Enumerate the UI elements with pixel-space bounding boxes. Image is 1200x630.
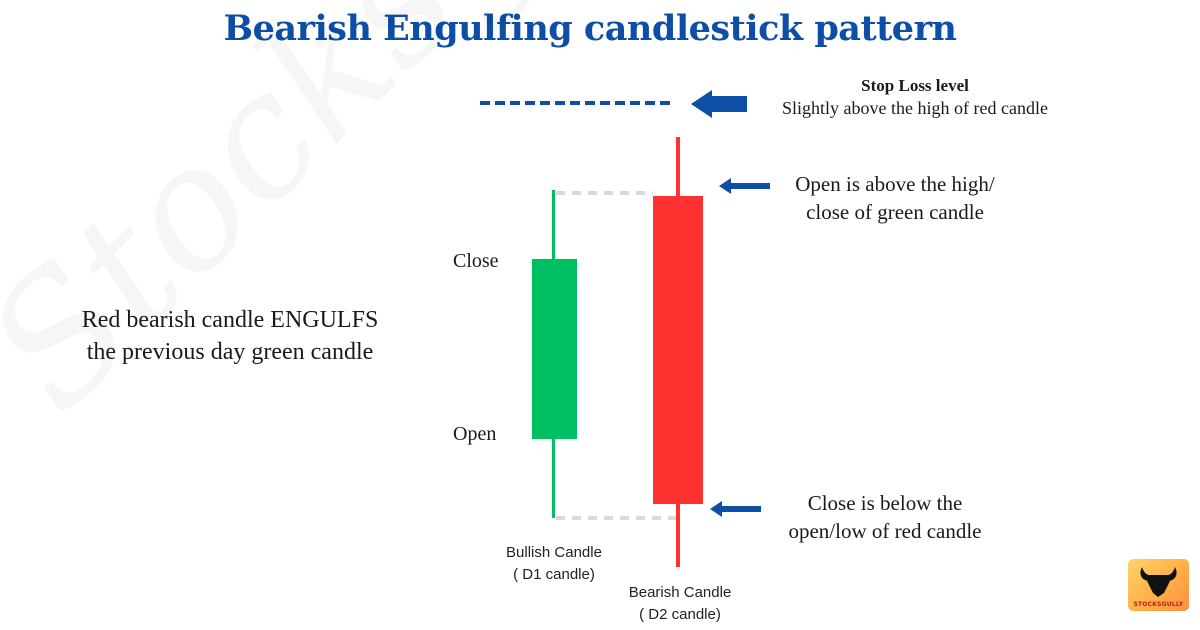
close-note: Close is below the open/low of red candl…	[750, 489, 1020, 545]
open-note-line2: close of green candle	[806, 200, 984, 224]
engulf-note-line2: the previous day green candle	[86, 339, 374, 365]
close-arrow-icon	[710, 501, 761, 517]
bearish-caption-line2: ( D2 candle)	[639, 606, 721, 623]
page-title: Bearish Engulfing candlestick pattern	[223, 8, 957, 49]
bearish-caption-line1: Bearish Candle	[628, 584, 732, 601]
open-label: Open	[453, 423, 497, 445]
red-candle-body	[653, 196, 703, 504]
bullish-caption-line1: Bullish Candle	[506, 544, 602, 561]
logo-text: STOCKSGULLY	[1133, 601, 1184, 608]
open-note: Open is above the high/ close of green c…	[760, 170, 1030, 226]
stop-loss-title: Stop Loss level	[861, 76, 969, 95]
stop-loss-arrow-icon	[691, 90, 747, 118]
close-note-line1: Close is below the	[807, 491, 963, 515]
open-note-line1: Open is above the high/	[795, 172, 995, 196]
engulf-note: Red bearish candle ENGULFS the previous …	[40, 304, 420, 368]
bull-head-icon	[1140, 567, 1177, 597]
green-candle-body	[532, 259, 577, 439]
stop-loss-subtitle: Slightly above the high of red candle	[782, 98, 1048, 118]
close-label: Close	[453, 250, 499, 272]
bullish-caption: Bullish Candle ( D1 candle)	[484, 542, 624, 586]
engulf-note-line1: Red bearish candle ENGULFS	[81, 307, 379, 333]
open-arrow-icon	[719, 178, 770, 194]
bullish-caption-line2: ( D1 candle)	[513, 566, 595, 583]
brand-logo: STOCKSGULLY	[1128, 559, 1189, 611]
close-note-line2: open/low of red candle	[788, 519, 982, 543]
bearish-caption: Bearish Candle ( D2 candle)	[610, 582, 750, 626]
